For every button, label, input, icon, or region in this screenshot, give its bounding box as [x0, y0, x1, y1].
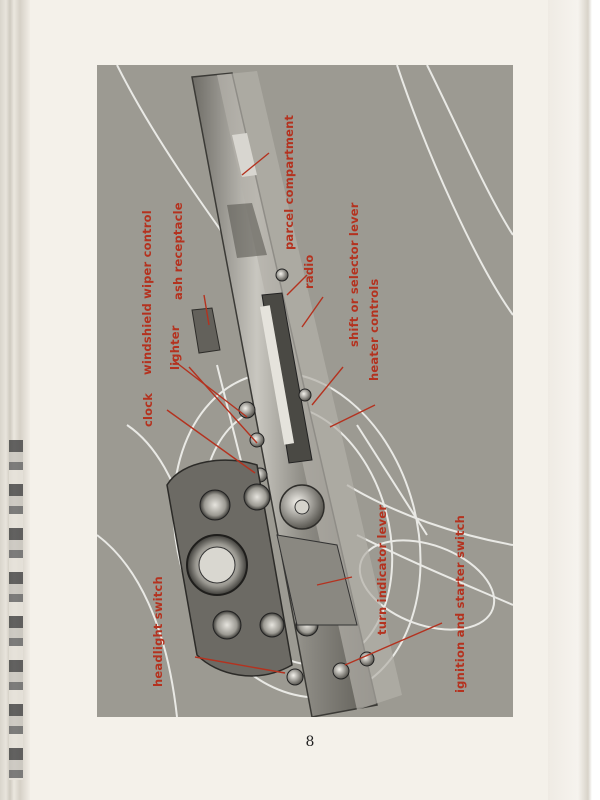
ash-receptacle-shape — [191, 307, 221, 354]
page-right-edge — [548, 0, 600, 800]
label-turn-indicator-lever: turn indicator lever — [375, 504, 389, 635]
label-parcel-compartment: parcel compartment — [282, 114, 296, 250]
label-heater-controls: heater controls — [367, 278, 381, 381]
label-headlight-switch: headlight switch — [151, 576, 165, 687]
label-windshield-wiper-control: windshield wiper control — [140, 210, 154, 375]
page-number: 8 — [305, 734, 315, 750]
label-ignition-starter-switch: ignition and starter switch — [453, 514, 467, 693]
label-shift-lever: shift or selector lever — [347, 202, 361, 347]
binding-strip — [9, 440, 23, 780]
label-ash-receptacle: ash receptacle — [171, 202, 185, 300]
callout-leader-lines — [166, 152, 443, 674]
dashboard-illustration: parcel compartment radio shift or select… — [97, 65, 513, 717]
dashboard-drawing — [97, 65, 513, 717]
label-clock: clock — [141, 392, 155, 427]
radio-panel — [259, 268, 313, 464]
steering-column — [276, 484, 358, 626]
lower-knobs — [286, 651, 375, 686]
label-radio: radio — [302, 254, 316, 289]
label-lighter: lighter — [168, 325, 182, 370]
instrument-cluster — [166, 459, 319, 677]
